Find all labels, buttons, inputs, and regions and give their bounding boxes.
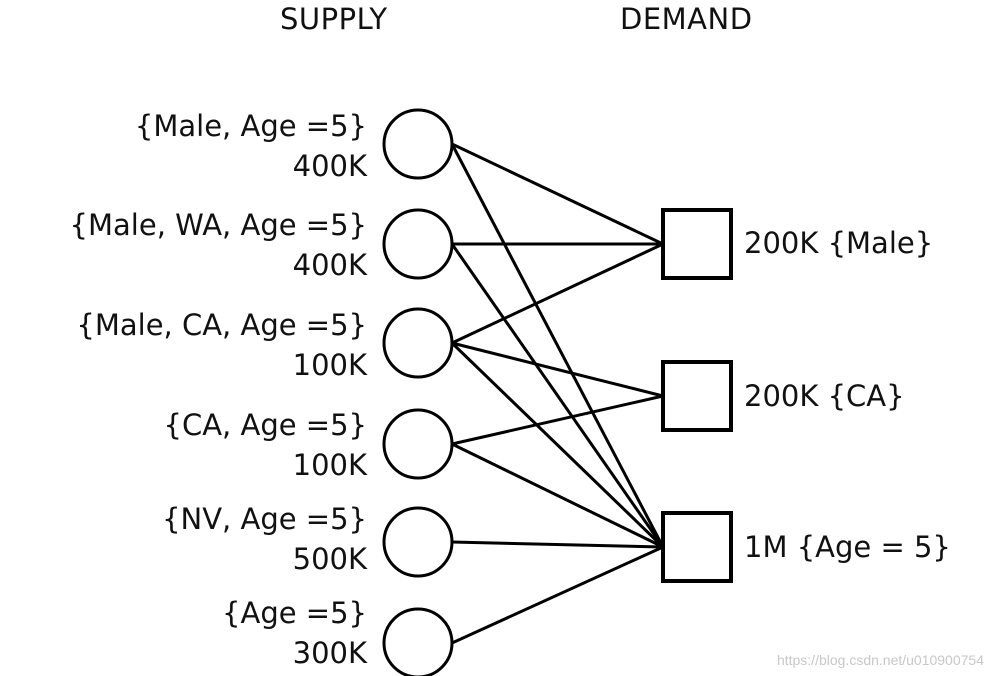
edge-s3-d2: [451, 341, 664, 398]
supply-label-s3: {Male, CA, Age =5} 100K: [76, 305, 367, 385]
supply-node-s5: [382, 506, 454, 578]
supply-attrs: {CA, Age =5}: [163, 408, 367, 442]
supply-header: SUPPLY: [280, 2, 388, 36]
supply-amount: 400K: [292, 149, 367, 183]
supply-node-s2: [382, 208, 454, 280]
watermark: https://blog.csdn.net/u010900754: [776, 652, 984, 668]
supply-label-s1: {Male, Age =5} 400K: [135, 106, 367, 186]
demand-node-d1: [661, 208, 733, 280]
demand-node-d2: [661, 360, 733, 432]
supply-label-s4: {CA, Age =5} 100K: [164, 405, 367, 485]
supply-attrs: {Age =5}: [222, 596, 367, 630]
edge-s4-d2: [451, 394, 664, 446]
supply-amount: 300K: [292, 636, 367, 670]
edge-s4-d3: [451, 442, 664, 549]
demand-label-d3: 1M {Age = 5}: [744, 530, 951, 564]
demand-node-d3: [661, 511, 733, 583]
edge-s1-d3: [450, 143, 665, 548]
supply-attrs: {Male, WA, Age =5}: [69, 208, 367, 242]
edge-s3-d3: [450, 341, 665, 549]
supply-attrs: {Male, Age =5}: [134, 109, 367, 143]
edge-s5-d3: [451, 540, 664, 549]
demand-label-d1: 200K {Male}: [744, 226, 934, 260]
supply-label-s5: {NV, Age =5} 500K: [162, 499, 367, 579]
supply-node-s1: [382, 108, 454, 180]
supply-amount: 400K: [292, 248, 367, 282]
edge-s2-d3: [450, 243, 665, 548]
supply-amount: 100K: [292, 448, 367, 482]
supply-label-s6: {Age =5} 300K: [222, 593, 367, 673]
supply-amount: 100K: [292, 348, 367, 382]
demand-label-d2: 200K {CA}: [744, 379, 905, 413]
supply-attrs: {Male, CA, Age =5}: [76, 308, 367, 342]
supply-attrs: {NV, Age =5}: [162, 502, 367, 536]
supply-node-s3: [382, 307, 454, 379]
supply-node-s4: [382, 408, 454, 480]
supply-label-s2: {Male, WA, Age =5} 400K: [70, 205, 367, 285]
edge-s3-d1: [451, 242, 664, 345]
edge-s1-d1: [451, 142, 664, 246]
supply-amount: 500K: [292, 542, 367, 576]
edge-s6-d3: [451, 545, 664, 645]
demand-header: DEMAND: [620, 2, 753, 36]
supply-node-s6: [382, 607, 454, 676]
